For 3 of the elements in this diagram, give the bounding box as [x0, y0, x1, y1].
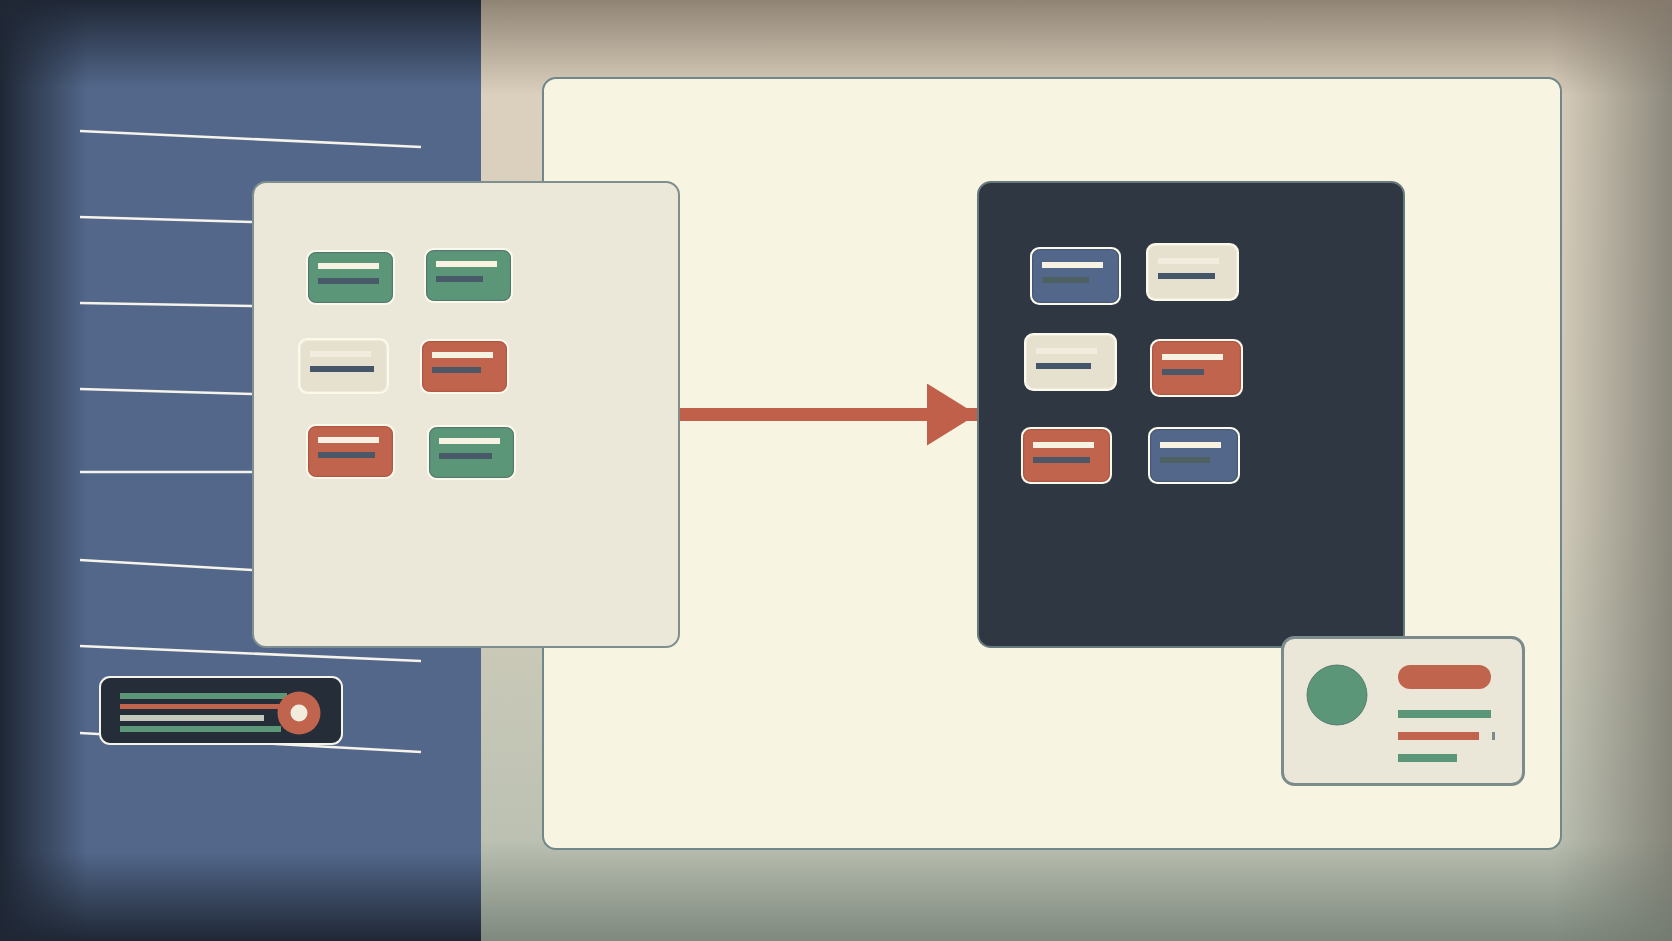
card-board [252, 181, 680, 648]
card-board [977, 181, 1405, 648]
arrow [680, 383, 977, 446]
